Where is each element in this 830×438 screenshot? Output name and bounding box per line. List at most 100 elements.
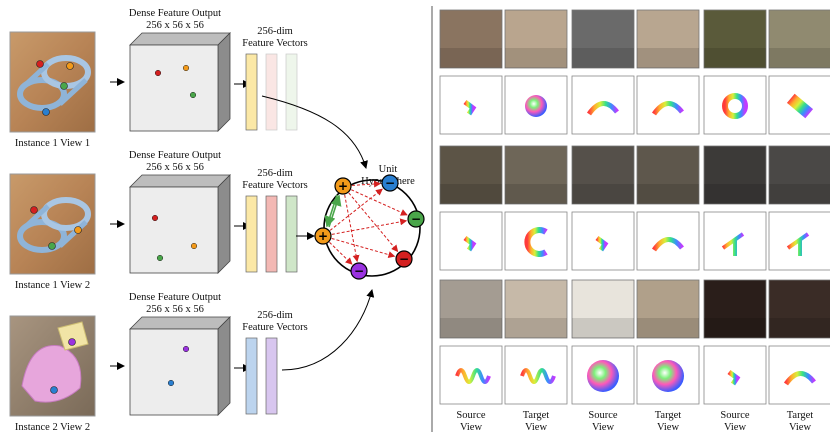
sign-glyph: + — [318, 229, 328, 243]
negative-pair-arrow — [344, 194, 360, 263]
arrow-to-sphere — [261, 95, 368, 169]
view-photo — [439, 9, 503, 69]
vectors-label: Feature Vectors — [242, 322, 307, 333]
descriptor-blob — [587, 360, 619, 392]
descriptor-small — [727, 370, 741, 386]
photo-shade — [572, 318, 634, 338]
column-label-line: View — [525, 422, 548, 433]
strut — [20, 62, 50, 90]
feature-point — [151, 214, 159, 222]
strut — [58, 220, 88, 248]
photo-shade — [440, 48, 502, 68]
cube-front — [129, 44, 219, 132]
photo-shade — [440, 318, 502, 338]
keypoint — [50, 386, 58, 394]
photo-shade — [769, 184, 830, 204]
photo-shade — [637, 184, 699, 204]
descriptor-c — [524, 227, 548, 257]
correspondence-render — [504, 211, 568, 271]
cube-top — [129, 174, 231, 188]
strut — [20, 204, 50, 232]
ring-back — [41, 197, 91, 231]
negative-pair-arrow — [331, 237, 396, 258]
keypoint — [30, 206, 38, 214]
cube-side — [217, 316, 231, 416]
descriptor-coil — [455, 368, 491, 384]
cube-side — [217, 174, 231, 274]
view-photo — [504, 9, 568, 69]
feature-point — [154, 69, 162, 77]
vectors-label: 256-dim — [257, 168, 293, 179]
embedding-node — [381, 174, 399, 192]
cube-top — [129, 316, 231, 330]
vectors-label: Feature Vectors — [242, 38, 307, 49]
view-photo — [703, 145, 767, 205]
dense-dims: 256 x 56 x 56 — [146, 304, 204, 315]
view-photo — [636, 9, 700, 69]
row-caption: Instance 2 View 2 — [15, 422, 90, 433]
descriptor-small — [463, 236, 477, 252]
photo-shade — [637, 318, 699, 338]
correspondence-render — [703, 75, 767, 135]
view-photo — [439, 145, 503, 205]
descriptor-arc — [783, 371, 816, 386]
feature-vector — [245, 337, 258, 415]
keypoint — [68, 338, 76, 346]
dense-title: Dense Feature Output — [129, 150, 221, 161]
photo-shade — [704, 184, 766, 204]
feature-vector — [245, 53, 258, 131]
view-photo — [636, 279, 700, 339]
cube-front — [129, 328, 219, 416]
view-photo — [571, 9, 635, 69]
photo-shade — [769, 48, 830, 68]
feature-point — [182, 64, 190, 72]
photo-shade — [704, 318, 766, 338]
column-label-line: Source — [720, 410, 749, 421]
negative-pair-arrow — [329, 188, 383, 231]
column-label-line: View — [657, 422, 680, 433]
embedding-node — [395, 250, 413, 268]
photo-shade — [572, 184, 634, 204]
row-caption: Instance 1 View 2 — [15, 280, 90, 291]
descriptor-blob — [652, 360, 684, 392]
keypoint — [74, 226, 82, 234]
photo-shade — [769, 318, 830, 338]
dense-dims: 256 x 56 x 56 — [146, 20, 204, 31]
descriptor-bar — [786, 93, 814, 119]
correspondence-render — [439, 345, 503, 405]
positive-pair-arrow — [328, 194, 342, 228]
feature-vector — [265, 53, 278, 131]
column-label-line: Source — [588, 410, 617, 421]
column-label-line: Source — [456, 410, 485, 421]
vectors-label: 256-dim — [257, 310, 293, 321]
dense-title: Dense Feature Output — [129, 292, 221, 303]
sphere-label: Unit — [379, 164, 398, 175]
dense-dims: 256 x 56 x 56 — [146, 162, 204, 173]
embedding-node — [334, 177, 352, 195]
negative-pair-arrow — [331, 218, 408, 235]
descriptor-ring — [722, 93, 748, 119]
view-photo — [768, 145, 830, 205]
pink-object — [21, 345, 82, 403]
feature-point — [190, 242, 198, 250]
descriptor-arc — [651, 237, 684, 252]
descriptor-arc — [651, 101, 684, 116]
cube-side — [217, 32, 231, 132]
keypoint — [36, 60, 44, 68]
view-photo — [703, 9, 767, 69]
view-photo — [636, 145, 700, 205]
feature-point — [189, 91, 197, 99]
embedding-node — [314, 227, 332, 245]
descriptor-coil — [520, 368, 556, 384]
feature-vector — [245, 195, 258, 273]
embedding-node — [350, 262, 368, 280]
feature-vector — [285, 53, 298, 131]
sign-glyph: − — [399, 252, 409, 266]
positive-pair-arrow — [324, 194, 338, 228]
